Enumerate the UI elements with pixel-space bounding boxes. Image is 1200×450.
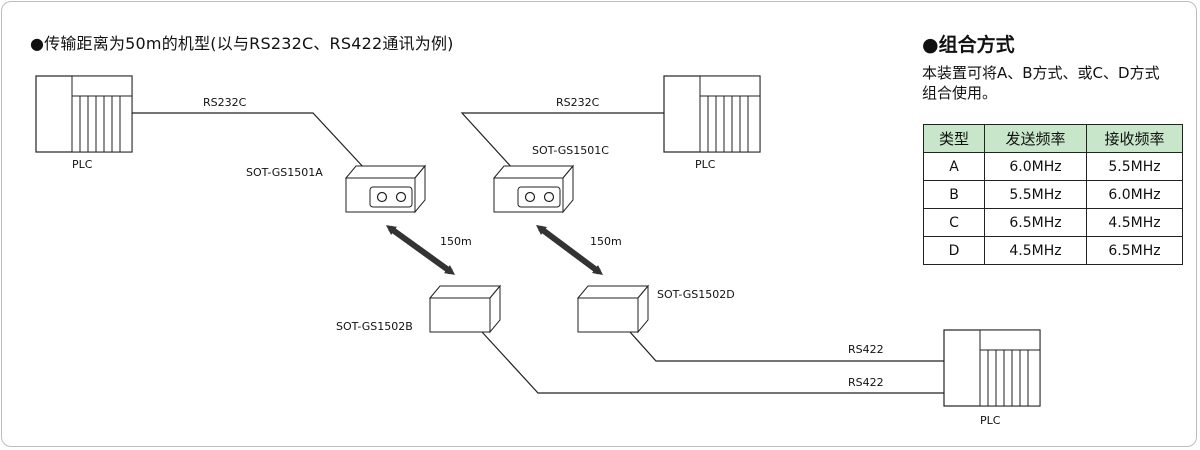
rs232c-cable-right — [460, 112, 664, 171]
rs422-label-bottom: RS422 — [848, 376, 884, 389]
device-sot-gs1502d — [576, 284, 650, 334]
combination-title: ●组合方式 — [922, 34, 1015, 56]
rs422-cable-top — [629, 331, 944, 362]
table-row: B 5.5MHz 6.0MHz — [923, 180, 1183, 209]
table-row: C 6.5MHz 4.5MHz — [923, 208, 1183, 237]
plc-right — [943, 329, 1041, 407]
rs232c-label-right: RS232C — [556, 96, 600, 109]
rs422-cable-bottom — [481, 331, 944, 394]
device-sot-gs1501a — [344, 164, 427, 214]
combination-description: 本装置可将A、B方式、或C、D方式组合使用。 — [922, 64, 1160, 102]
rs232c-label-left: RS232C — [203, 96, 247, 109]
cell-type: D — [923, 236, 985, 265]
cell-type: A — [923, 152, 985, 181]
cell-rx: 6.0MHz — [1086, 180, 1183, 209]
cell-tx: 4.5MHz — [984, 236, 1087, 265]
cell-type: C — [923, 208, 985, 237]
device-label-1501a: SOT-GS1501A — [246, 166, 323, 179]
device-label-1501c: SOT-GS1501C — [532, 144, 609, 157]
distance-label-left: 150m — [440, 235, 472, 248]
table-row: A 6.0MHz 5.5MHz — [923, 152, 1183, 181]
plc-right-label: PLC — [980, 414, 1001, 427]
combination-section: ●组合方式 本装置可将A、B方式、或C、D方式组合使用。 — [922, 30, 1192, 103]
frequency-table: 类型 发送频率 接收频率 A 6.0MHz 5.5MHz B 5.5MHz 6.… — [923, 124, 1183, 265]
wireless-arrow-left — [385, 225, 456, 275]
plc-left-label: PLC — [72, 158, 93, 171]
table-header-row: 类型 发送频率 接收频率 — [923, 124, 1183, 153]
cell-type: B — [923, 180, 985, 209]
cell-rx: 6.5MHz — [1086, 236, 1183, 265]
cell-tx: 6.0MHz — [984, 152, 1087, 181]
device-label-1502d: SOT-GS1502D — [657, 288, 735, 301]
wireless-arrow-right — [535, 225, 604, 275]
header-type: 类型 — [923, 124, 985, 153]
cell-tx: 6.5MHz — [984, 208, 1087, 237]
device-label-1502b: SOT-GS1502B — [336, 320, 413, 333]
header-tx-frequency: 发送频率 — [984, 124, 1087, 153]
header-rx-frequency: 接收频率 — [1086, 124, 1183, 153]
device-sot-gs1502b — [428, 284, 502, 334]
rs232c-cable-left — [132, 112, 367, 171]
rs422-label-top: RS422 — [848, 343, 884, 356]
distance-label-right: 150m — [590, 235, 622, 248]
diagram-heading: ●传输距离为50m的机型(以与RS232C、RS422通讯为例) — [30, 34, 454, 53]
cell-tx: 5.5MHz — [984, 180, 1087, 209]
cell-rx: 4.5MHz — [1086, 208, 1183, 237]
plc-left — [35, 75, 133, 153]
plc-mid — [663, 75, 761, 153]
cell-rx: 5.5MHz — [1086, 152, 1183, 181]
table-row: D 4.5MHz 6.5MHz — [923, 236, 1183, 265]
plc-mid-label: PLC — [695, 158, 716, 171]
device-sot-gs1501c — [492, 164, 575, 214]
